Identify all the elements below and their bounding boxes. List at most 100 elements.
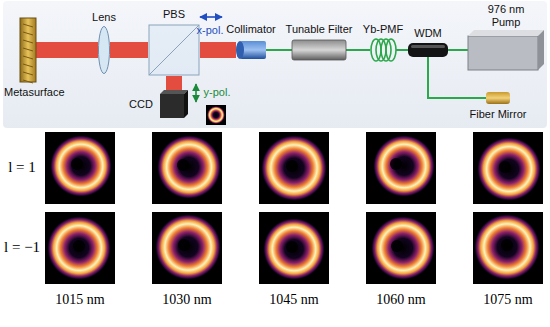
graphic-part xyxy=(23,24,33,27)
ccd-preview xyxy=(206,105,226,125)
component-label: Metasurface xyxy=(4,86,65,99)
graphic-part xyxy=(160,94,184,118)
graphic-part xyxy=(411,45,445,48)
graphic-part xyxy=(184,90,188,118)
wavelength-label: 1030 nm xyxy=(162,292,211,308)
laser-beam xyxy=(110,42,148,58)
beam-image xyxy=(473,132,543,204)
graphic-part xyxy=(486,92,510,104)
vortex-ring xyxy=(371,216,435,280)
graphic-part xyxy=(538,30,544,70)
wavelength-label: 1015 nm xyxy=(55,292,104,308)
vortex-ring xyxy=(50,135,112,197)
polarization-label: x-pol. xyxy=(197,24,224,36)
vortex-core xyxy=(499,161,511,173)
beam-image xyxy=(45,212,115,284)
graphic-part xyxy=(149,25,199,75)
vortex-ring xyxy=(263,218,325,280)
graphic-part xyxy=(408,43,448,57)
vortex-core xyxy=(501,239,513,251)
beam-profile-grid xyxy=(45,132,543,284)
pump-laser: 976 nm Pump xyxy=(468,30,544,70)
laser-beam xyxy=(200,42,236,58)
graphic-part xyxy=(23,64,33,67)
beam-image xyxy=(152,132,222,204)
laser-beam xyxy=(36,42,98,58)
graphic-part xyxy=(408,43,448,57)
graphic-part xyxy=(23,72,33,75)
vortex-core xyxy=(390,158,402,170)
graphic-part xyxy=(149,25,199,75)
vortex-ring xyxy=(157,135,221,199)
optical-fiber xyxy=(448,49,468,51)
beam-image xyxy=(45,132,115,204)
beam-image xyxy=(259,212,329,284)
graphic-part xyxy=(292,40,346,60)
optical-fiber xyxy=(396,49,408,51)
beam-image xyxy=(259,132,329,204)
graphic-part xyxy=(370,38,396,62)
component-label: Yb-PMF xyxy=(363,23,403,36)
graphic-part xyxy=(468,30,544,36)
beam-image xyxy=(366,212,436,284)
graphic-part xyxy=(386,39,396,61)
graphic-part xyxy=(23,80,33,83)
graphic-part xyxy=(23,56,33,59)
beam-splitter: PBS xyxy=(148,24,200,76)
row-label: l = −1 xyxy=(4,239,40,256)
wavelength-label: 1075 nm xyxy=(483,292,532,308)
wdm-coupler: WDM xyxy=(408,43,448,57)
vortex-ring xyxy=(373,135,435,197)
graphic-part xyxy=(236,41,266,59)
component-label: Fiber Mirror xyxy=(470,108,527,121)
component-label: 976 nm Pump xyxy=(484,3,528,29)
vortex-core xyxy=(71,158,83,170)
vortex-ring xyxy=(474,214,540,280)
graphic-part xyxy=(236,41,244,59)
component-label: Collimator xyxy=(226,23,276,36)
vortex-core xyxy=(286,241,298,253)
filter-box: Tunable Filter xyxy=(292,40,346,60)
vortex-ring xyxy=(155,214,221,280)
component-label: WDM xyxy=(414,27,442,40)
ccd-preview-ring xyxy=(207,106,225,124)
optical-fiber xyxy=(266,49,292,51)
component-label: Tunable Filter xyxy=(286,23,353,36)
laser-beam xyxy=(166,76,182,90)
graphic-part xyxy=(23,40,33,43)
collimator: Collimator xyxy=(236,41,266,59)
vortex-ring xyxy=(47,216,111,280)
graphic-part xyxy=(160,90,188,118)
graphic-part xyxy=(20,18,36,82)
polarization-label: y-pol. xyxy=(204,86,231,98)
graphic-part xyxy=(292,40,346,60)
beam-image xyxy=(152,212,222,284)
camera: CCD xyxy=(160,90,188,118)
graphic-part xyxy=(23,32,33,35)
graphic-part xyxy=(468,36,538,70)
vortex-core xyxy=(391,240,403,252)
vortex-core xyxy=(178,239,190,251)
component-label: Lens xyxy=(92,11,116,24)
row-label: l = 1 xyxy=(8,159,36,176)
vortex-core xyxy=(286,160,298,172)
graphic-part xyxy=(148,24,200,76)
vortex-core xyxy=(177,159,189,171)
beam-image xyxy=(366,132,436,204)
graphic-part xyxy=(20,18,36,82)
component-label: CCD xyxy=(129,98,153,111)
optical-fiber xyxy=(346,49,370,51)
wavelength-label: 1060 nm xyxy=(376,292,425,308)
polarization-arrow xyxy=(200,16,222,18)
graphic-part xyxy=(23,48,33,51)
fiber-mirror: Fiber Mirror xyxy=(486,92,510,104)
lens: Lens xyxy=(98,26,110,74)
graphic-part xyxy=(486,92,510,104)
vortex-ring xyxy=(477,137,541,201)
graphic-part xyxy=(98,26,110,74)
vortex-ring xyxy=(261,135,327,201)
metasurface: Metasurface xyxy=(20,18,36,82)
component-label: PBS xyxy=(163,8,185,21)
polarization-arrow xyxy=(195,84,197,102)
